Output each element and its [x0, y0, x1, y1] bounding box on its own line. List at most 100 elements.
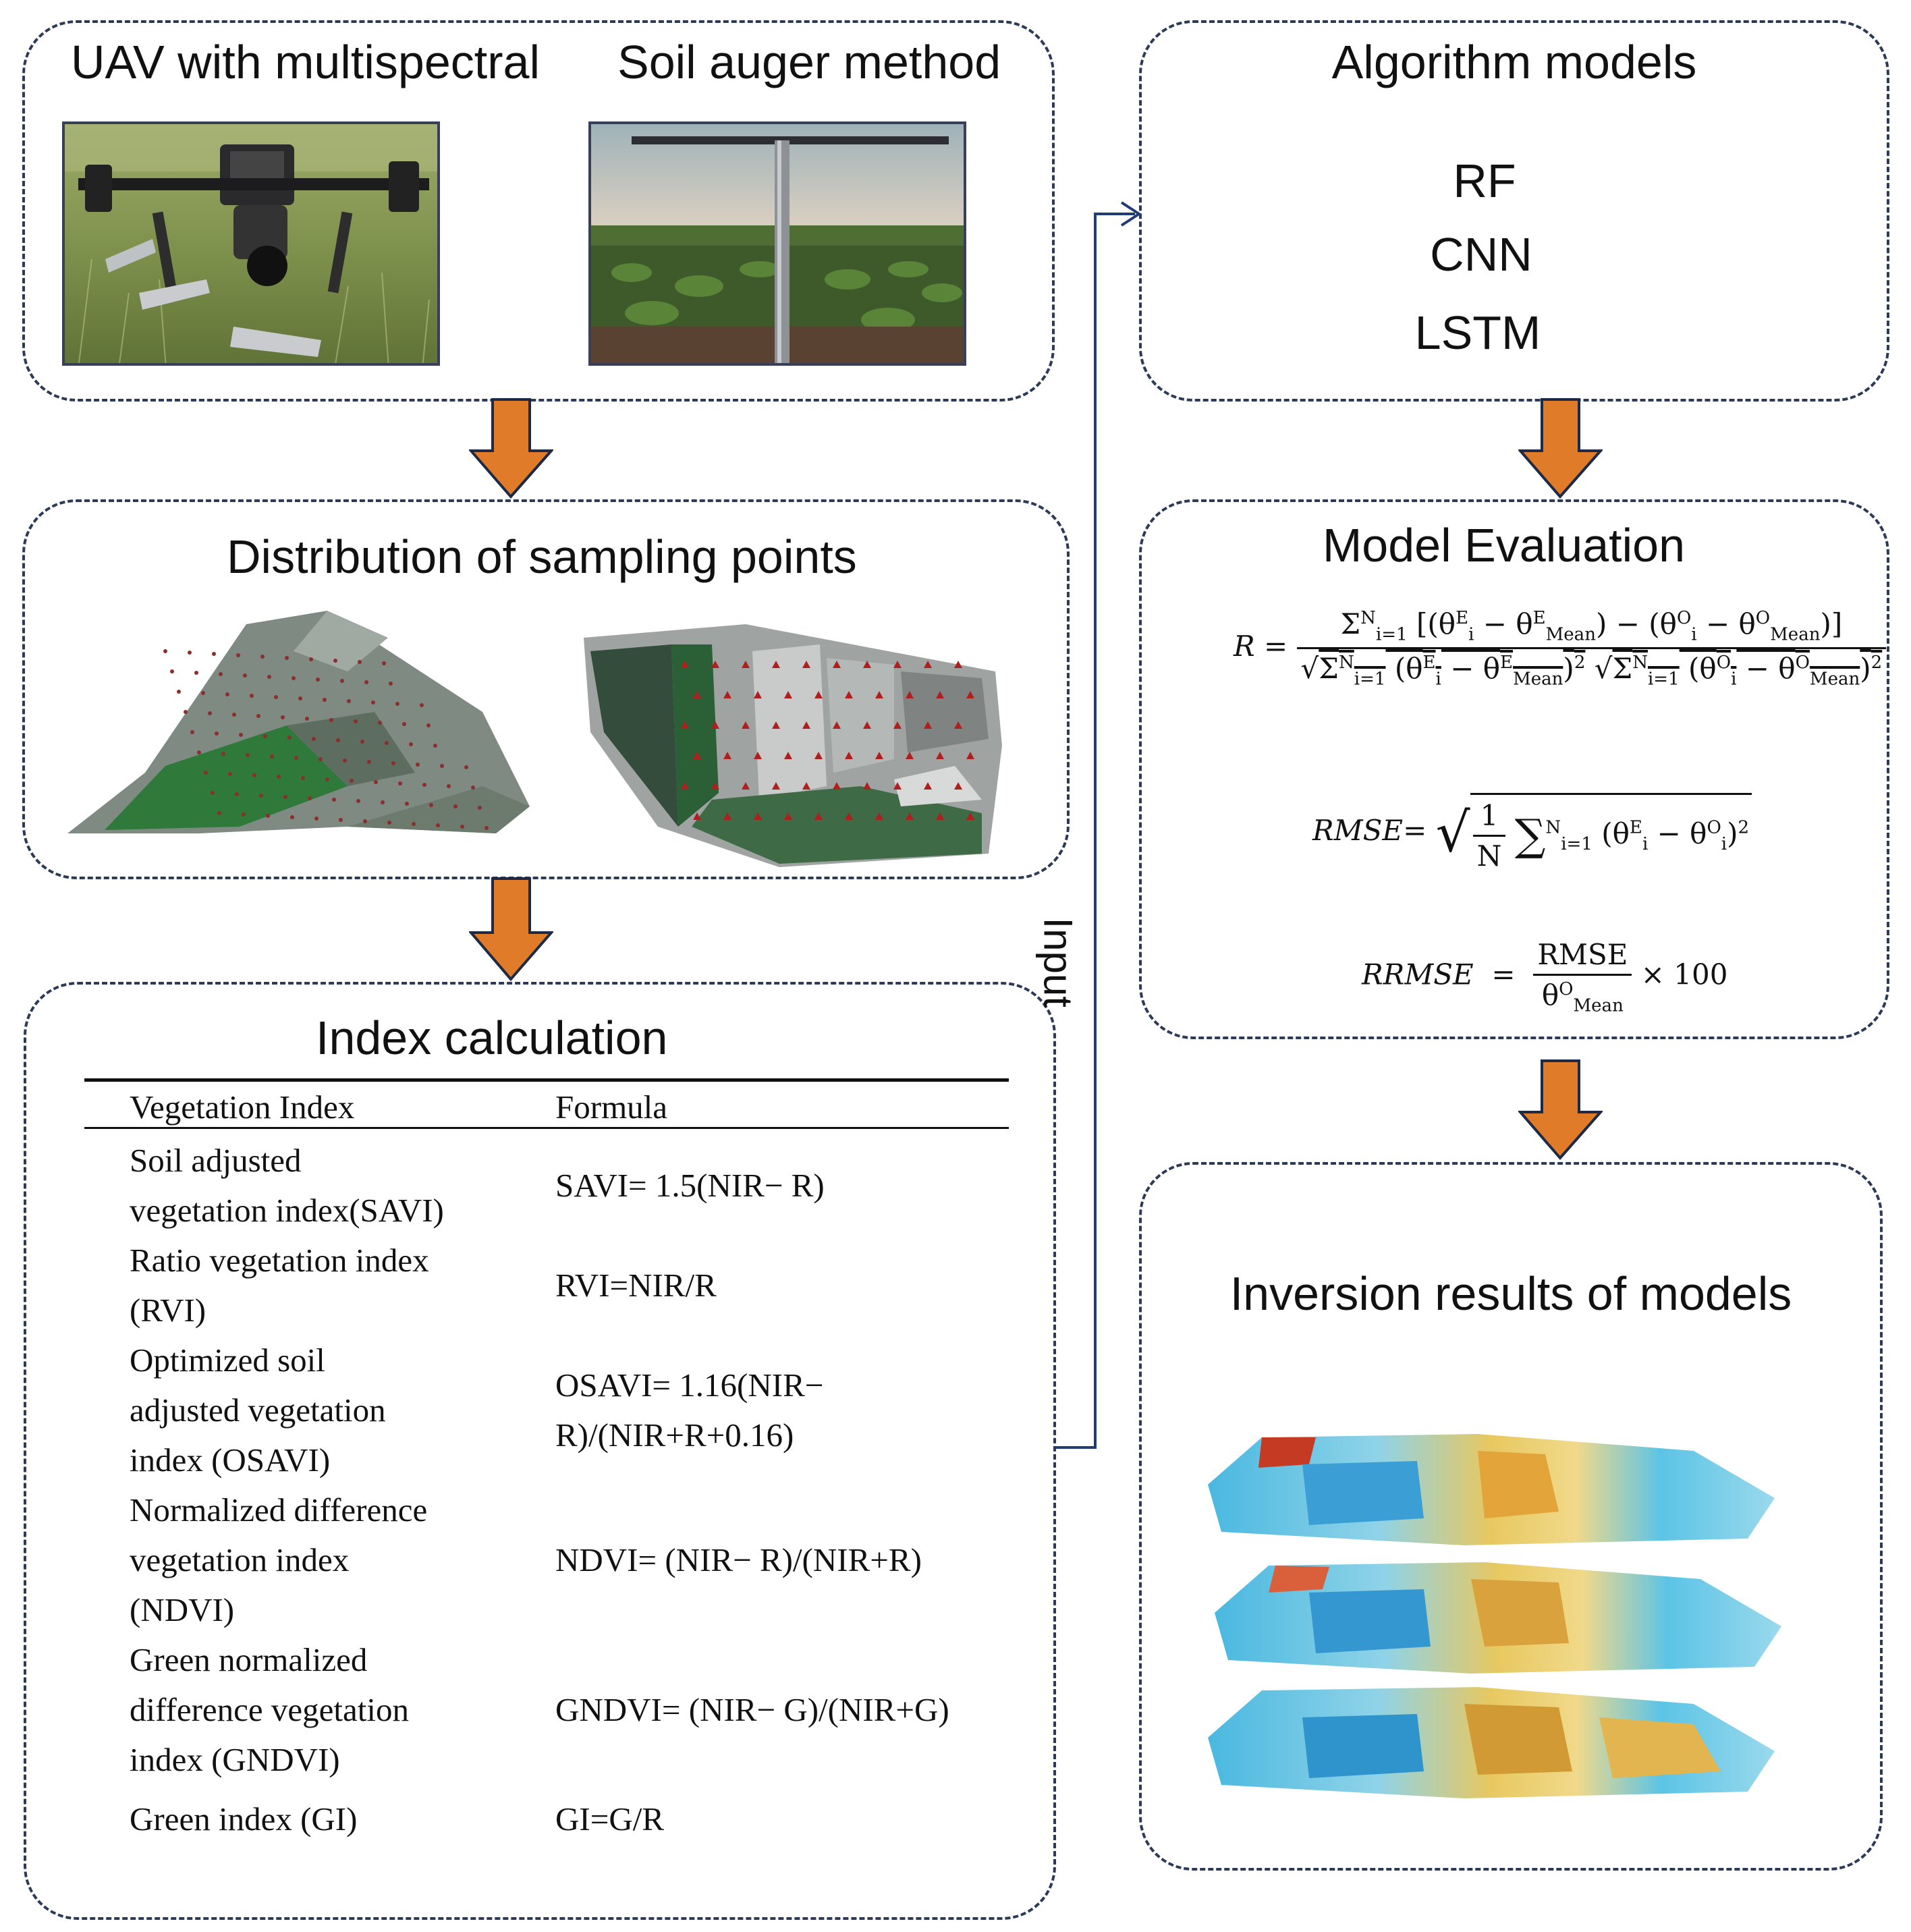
algorithms-title: Algorithm models — [1331, 36, 1697, 88]
sampling-point-icon — [723, 691, 731, 698]
sampling-point-icon — [711, 721, 719, 729]
sampling-point-icon — [814, 691, 823, 698]
sampling-point-icon — [204, 771, 208, 775]
inversion-title: Inversion results of models — [1229, 1267, 1792, 1320]
sampling-point-icon — [893, 782, 902, 790]
evaluation-title: Model Evaluation — [1323, 519, 1685, 572]
sampling-point-icon — [239, 733, 243, 737]
sampling-point-icon — [263, 734, 267, 738]
sampling-point-icon — [301, 776, 305, 780]
sampling-point-icon — [194, 671, 198, 675]
sampling-point-icon — [292, 676, 296, 680]
sampling-point-icon — [433, 744, 437, 748]
sampling-point-icon — [314, 817, 318, 821]
sampling-point-icon — [212, 652, 216, 656]
sampling-point-icon — [863, 782, 871, 790]
evaluation-panel — [1139, 499, 1889, 1039]
index-panel — [24, 982, 1056, 1920]
sampling-point-icon — [309, 657, 313, 661]
sampling-point-icon — [681, 661, 689, 668]
sampling-point-icon — [274, 695, 278, 699]
sampling-point-icon — [356, 799, 360, 803]
sampling-point-icon — [906, 752, 914, 759]
sampling-point-icon — [190, 730, 194, 734]
sampling-point-icon — [333, 659, 337, 663]
sampling-map-3d — [67, 611, 530, 833]
sampling-point-icon — [281, 715, 285, 719]
index-title: Index calculation — [316, 1012, 668, 1064]
sampling-point-icon — [784, 691, 792, 698]
sampling-point-icon — [711, 661, 719, 668]
sampling-point-icon — [754, 812, 762, 820]
sampling-point-icon — [845, 812, 853, 820]
acquisition-panel — [22, 20, 1055, 402]
index-name-line: Soil adjusted — [130, 1142, 302, 1179]
sampling-point-icon — [232, 713, 236, 717]
sampling-point-icon — [875, 812, 883, 820]
sampling-point-icon — [954, 721, 962, 729]
sampling-point-icon — [693, 812, 701, 820]
sampling-point-icon — [391, 761, 395, 765]
sampling-point-icon — [387, 821, 391, 825]
sampling-point-icon — [954, 661, 962, 668]
sampling-point-icon — [374, 780, 378, 784]
sampling-title: Distribution of sampling points — [227, 530, 857, 583]
sampling-point-icon — [243, 673, 247, 678]
sampling-point-icon — [347, 699, 351, 703]
sampling-point-icon — [833, 782, 841, 790]
sampling-point-icon — [833, 721, 841, 729]
sampling-point-icon — [389, 682, 393, 686]
sampling-point-icon — [784, 752, 792, 759]
sampling-point-icon — [318, 757, 323, 761]
r-equation: R = ΣNi=1 [(θEi − θEMean) − (θOi − θOMea… — [1234, 607, 1887, 690]
sampling-point-icon — [283, 795, 287, 799]
sampling-point-icon — [325, 777, 329, 781]
sampling-point-icon — [833, 661, 841, 668]
sampling-point-icon — [460, 825, 464, 829]
rmse-label: RMSE — [1312, 814, 1404, 847]
model-lstm: LSTM — [1414, 306, 1541, 359]
sampling-point-icon — [246, 753, 250, 757]
sampling-point-icon — [290, 815, 294, 819]
sampling-point-icon — [893, 721, 902, 729]
sampling-point-icon — [259, 794, 263, 798]
sampling-point-icon — [235, 792, 239, 796]
index-table-row: Green index (GI)GI=G/R — [130, 1794, 1027, 1844]
sampling-point-icon — [228, 772, 232, 776]
sampling-point-icon — [772, 661, 780, 668]
sampling-point-icon — [693, 752, 701, 759]
sampling-point-icon — [211, 791, 215, 795]
sampling-point-icon — [260, 655, 265, 659]
index-name: Green index (GI) — [130, 1794, 548, 1844]
sampling-point-icon — [371, 700, 375, 705]
sampling-point-icon — [863, 721, 871, 729]
sampling-point-icon — [197, 750, 201, 754]
sampling-point-icon — [447, 784, 451, 788]
inversion-panel — [1139, 1162, 1883, 1871]
sampling-point-icon — [412, 822, 416, 826]
uav-title: UAV with multispectral — [71, 36, 541, 88]
sampling-point-icon — [754, 752, 762, 759]
sampling-point-icon — [464, 765, 468, 769]
sampling-point-icon — [845, 691, 853, 698]
sampling-point-icon — [402, 722, 406, 726]
soil-auger-field-photo — [588, 121, 966, 366]
sampling-point-icon — [358, 660, 362, 664]
down-arrow-evaluation — [1518, 1059, 1603, 1161]
sampling-point-icon — [936, 812, 944, 820]
sampling-point-icon — [893, 661, 902, 668]
sampling-point-icon — [416, 763, 420, 767]
sampling-point-icon — [906, 812, 914, 820]
sampling-point-icon — [924, 661, 932, 668]
index-formula-line: R)/(NIR+R+0.16) — [555, 1416, 794, 1454]
model-cnn: CNN — [1430, 228, 1532, 281]
sampling-point-icon — [875, 752, 883, 759]
sampling-point-icon — [266, 814, 270, 818]
index-name-line: index (OSAVI) — [130, 1441, 331, 1479]
sampling-point-icon — [221, 752, 225, 756]
sampling-point-icon — [814, 812, 823, 820]
